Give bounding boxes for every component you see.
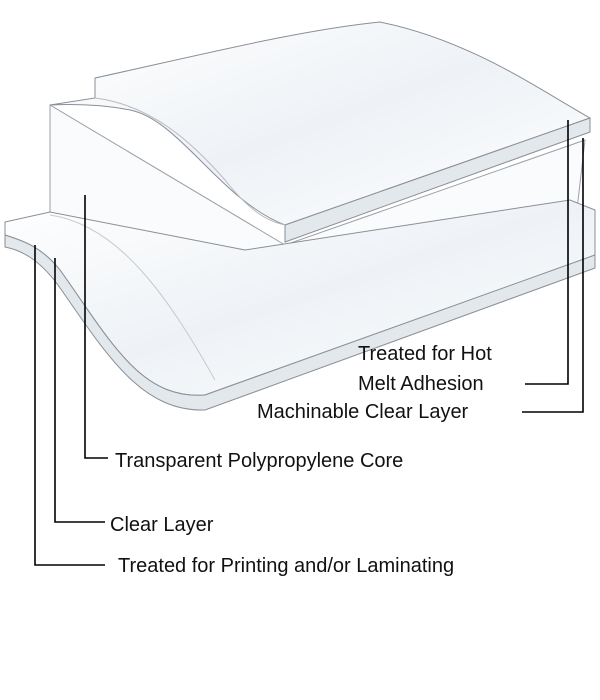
leader-lines xyxy=(34,120,584,566)
top-layer-top xyxy=(49,21,592,226)
label-hot-melt-2: Melt Adhesion xyxy=(358,373,484,395)
label-printing: Treated for Printing and/or Laminating xyxy=(118,555,455,577)
bottom-layer-edge xyxy=(4,234,596,411)
label-clear-layer: Clear Layer xyxy=(110,514,214,536)
label-hot-melt-1: Treated for Hot xyxy=(358,343,492,365)
label-machinable-layer: Machinable Clear Layer xyxy=(257,401,469,423)
top-layer-edge xyxy=(284,117,591,243)
label-core: Transparent Polypropylene Core xyxy=(115,450,404,472)
